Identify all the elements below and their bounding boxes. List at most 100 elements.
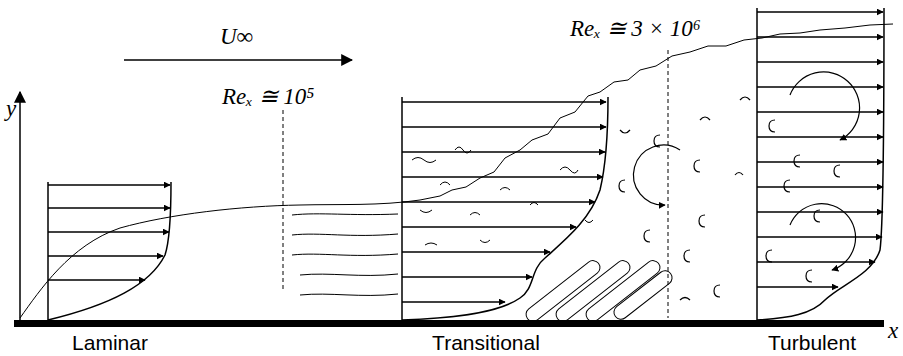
transition-streaks	[300, 274, 398, 275]
transitional-wisps	[500, 188, 510, 191]
transitional-profile	[402, 251, 550, 253]
transitional-profile	[402, 126, 606, 128]
turbulent-profile	[757, 211, 883, 213]
eddies	[644, 230, 650, 242]
laminar-profile	[48, 231, 169, 233]
region-label: Transitional	[432, 331, 540, 354]
axis-label: x	[888, 318, 898, 343]
turbulent-profile	[757, 8, 884, 320]
transitional-profile	[402, 201, 595, 203]
turbulent-profile	[757, 36, 883, 38]
eddies	[735, 173, 743, 176]
transitional-profile	[402, 151, 605, 153]
turbulent-eddies	[790, 204, 856, 270]
turbulent-eddies	[834, 165, 840, 177]
eddies	[654, 135, 660, 147]
transition-streaks	[292, 214, 398, 296]
velocity-label: U∞	[220, 24, 253, 49]
transitional-profile	[401, 97, 403, 320]
eddies	[740, 97, 750, 100]
turbulent-eddies	[790, 72, 860, 140]
turbulent-eddies	[769, 120, 775, 132]
turbulent-eddies	[784, 180, 790, 192]
transitional-wisps	[585, 220, 593, 223]
turbulent-profile	[757, 186, 883, 188]
turbulent-spots	[583, 258, 663, 324]
transition-markers	[283, 110, 284, 292]
free-stream-arrow	[124, 59, 352, 61]
turbulent-spots	[523, 258, 603, 324]
laminar-profile	[48, 279, 145, 281]
turbulent-profile	[757, 111, 883, 113]
region-label: Laminar	[72, 331, 148, 354]
turbulent-eddies	[766, 250, 772, 262]
axis-label: y	[6, 96, 16, 121]
transitional-profile	[402, 276, 532, 278]
transitional-wisps	[420, 210, 432, 213]
eddies	[633, 145, 680, 205]
laminar-profile	[48, 182, 171, 320]
transitional-wisps	[530, 203, 538, 206]
turbulent-profile	[756, 8, 758, 320]
turbulent-profile	[757, 236, 882, 238]
transition-markers	[283, 50, 668, 318]
turbulent-profile	[757, 136, 883, 138]
region-label: Turbulent	[768, 331, 856, 354]
transitional-wisps	[480, 240, 490, 243]
flat-plate	[14, 320, 884, 327]
laminar-profile	[48, 182, 171, 320]
transition-streaks	[292, 214, 398, 215]
turbulent-profile	[757, 86, 883, 88]
axes	[19, 92, 21, 320]
turbulent-eddies	[814, 210, 820, 222]
turbulent-eddies	[806, 270, 812, 282]
axes	[19, 92, 21, 320]
turbulent-profile	[757, 286, 838, 288]
transitional-wisps	[470, 213, 480, 216]
laminar-profile	[48, 255, 163, 257]
reynolds-label: Reₓ ≅ 3 × 10⁶	[570, 16, 701, 41]
flat-plate	[14, 320, 884, 327]
transition-streaks	[300, 294, 398, 295]
transition-streaks	[292, 254, 398, 255]
laminar-profile	[47, 182, 49, 320]
turbulent-eddies	[766, 72, 860, 282]
transitional-wisps	[412, 158, 436, 163]
reynolds-label: Reₓ ≅ 10⁵	[222, 84, 314, 109]
transitional-profile	[402, 97, 608, 320]
transitional-wisps	[412, 147, 593, 245]
eddies	[619, 180, 625, 192]
turbulent-spots	[553, 258, 633, 324]
eddies	[680, 298, 690, 301]
transitional-wisps	[560, 167, 578, 173]
turbulent-spots	[611, 268, 675, 322]
turbulent-profile	[757, 61, 883, 63]
transitional-wisps	[455, 147, 471, 153]
eddies	[684, 250, 690, 262]
eddies	[714, 285, 720, 297]
eddies	[699, 215, 705, 227]
transitional-wisps	[440, 182, 450, 185]
turbulent-spots	[523, 258, 675, 324]
laminar-profile	[48, 207, 170, 209]
transitional-profile	[402, 176, 603, 178]
eddies	[700, 117, 710, 120]
transitional-profile	[402, 226, 576, 228]
turbulent-profile	[757, 11, 883, 13]
turbulent-profile	[757, 161, 883, 163]
transitional-profile	[402, 97, 608, 320]
eddies	[694, 160, 700, 172]
transitional-wisps	[425, 243, 437, 245]
turbulent-eddies	[794, 155, 800, 167]
transition-streaks	[292, 234, 398, 235]
laminar-profile	[48, 184, 170, 186]
transitional-profile	[402, 101, 606, 103]
turbulent-profile	[757, 261, 875, 263]
eddies	[619, 97, 750, 300]
transitional-profile	[402, 301, 505, 303]
turbulent-profile	[757, 8, 884, 320]
eddies	[620, 130, 630, 133]
free-stream-arrow	[124, 59, 352, 61]
transition-markers	[668, 50, 669, 318]
